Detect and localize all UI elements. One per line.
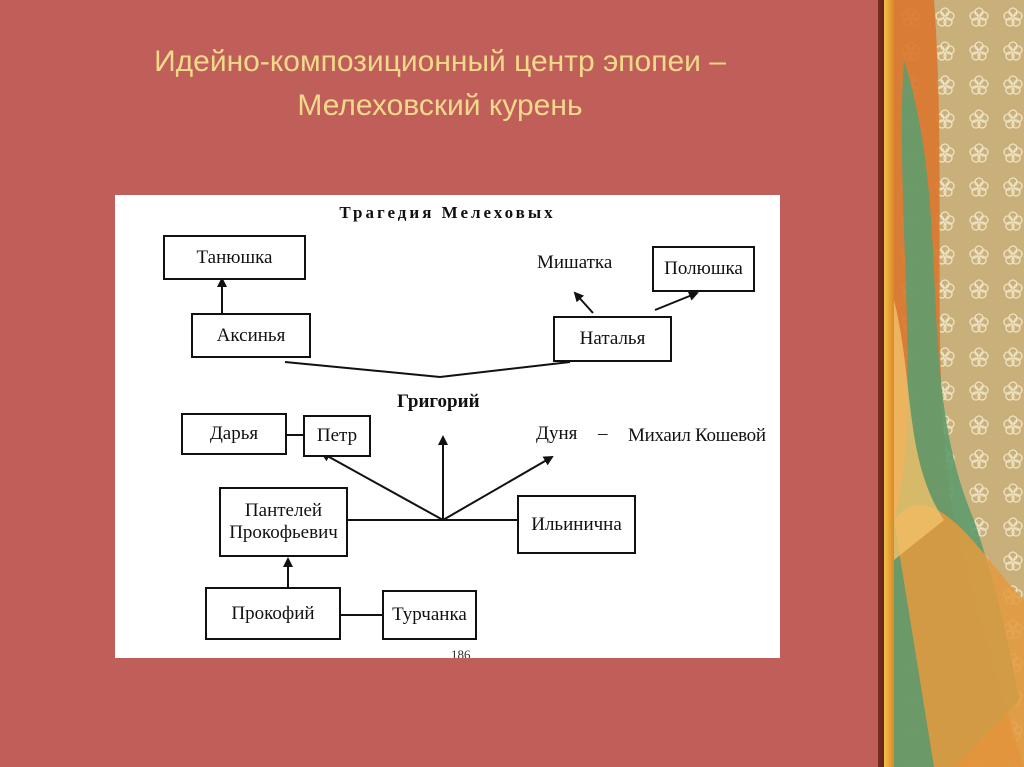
box-tanyushka-label: Танюшка [196,246,273,268]
box-natalya-label: Наталья [579,328,646,349]
box-aksinya: Аксинья [191,313,311,358]
box-prokofiy-label: Прокофий [231,602,315,624]
label-grigoriy: Григорий [397,391,480,412]
label-dunya: Дуня [536,423,578,444]
diagram-connectors [217,277,699,616]
box-prokofiy: Прокофий [205,587,341,640]
box-turchanka: Турчанка [382,590,477,640]
box-ilinichna-label: Ильинична [531,513,622,535]
box-ilinichna: Ильинична [517,495,636,554]
box-panteley-prokofievich: Пантелей Прокофьевич [219,487,348,557]
decorative-side-panel [894,0,1024,767]
box-turchanka-label: Турчанка [392,604,467,625]
slide-title-line-1: Идейно-композиционный центр эпопеи – [154,45,726,78]
box-panteley-line-2: Прокофьевич [229,522,338,543]
box-petr: Петр [303,415,371,457]
family-tree-diagram: Трагедия Мелеховых Танюшка Аксинья Мишат… [115,195,780,658]
line-natalya-polyushka [654,291,699,311]
label-mikhail-koshevoy: Михаил Кошевой [628,425,766,446]
slide-title-line-2: Мелеховский курень [297,89,583,122]
line-center-dunya [442,455,554,521]
box-darya-label: Дарья [209,423,259,444]
line-natalya-mishatka [573,291,594,314]
diagram-title: Трагедия Мелеховых [339,203,556,222]
page-number: 186 [451,647,471,658]
box-darya: Дарья [181,413,287,455]
box-polyushka-label: Полюшка [664,258,743,279]
label-dash: – [598,423,608,444]
line-center-petr [320,452,444,521]
box-aksinya-label: Аксинья [216,324,286,346]
slide-title: Идейно-композиционный центр эпопеи – Мел… [40,40,840,128]
box-petr-label: Петр [316,425,358,446]
box-tanyushka: Танюшка [163,235,306,280]
box-natalya: Наталья [553,316,672,362]
label-mishatka: Мишатка [537,252,613,273]
line-grigoriy-natalya [439,361,571,378]
line-grigoriy-aksinya [284,361,441,378]
box-panteley-line-1: Пантелей [244,500,323,521]
box-polyushka: Полюшка [652,246,755,292]
